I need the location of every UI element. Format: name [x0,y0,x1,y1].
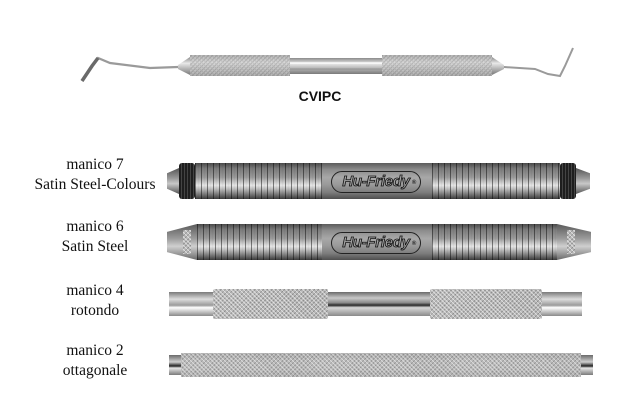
handle-6-left-grip [197,224,322,260]
handle-7-label: manico 7 Satin Steel-Colours [20,155,170,195]
handle-6-label: manico 6 Satin Steel [20,217,170,257]
handle-7-image: Hu-Friedy® [165,160,595,202]
handle-4-left-end [169,292,213,316]
handle-4-image [165,286,585,322]
handle-6-type: Satin Steel [61,238,129,255]
instrument-code-label: CVIPC [298,88,342,104]
handle-2-type: ottagonale [62,362,128,379]
handle-4-right-end [542,292,582,316]
handle-6-left-tip [167,224,197,260]
handle-7-type: Satin Steel-Colours [34,176,156,193]
handle-6-right-knurl-ring [567,230,575,254]
handle-4-right-grip [430,289,542,319]
handle-7-left-collar [179,163,195,199]
handle-6-name: manico 6 [66,218,124,235]
handle-4-type: rotondo [70,302,120,319]
handle-6-left-knurl-ring [183,230,191,254]
cvipc-instrument-image [70,36,580,86]
handle-2-knurl [181,353,581,377]
handle-4-label: manico 4 rotondo [20,281,170,321]
handle-4-name: manico 4 [66,282,124,299]
handle-2-right-end [581,355,593,375]
handle-7-left-grip [195,163,322,199]
handle-6-right-tip [557,224,591,260]
handle-4-center [328,292,430,316]
handle-2-image [165,350,597,380]
handle-2-body [181,353,581,377]
handle-7-right-collar [560,163,576,199]
handle-6-right-grip [432,224,557,260]
hu-friedy-logo: Hu-Friedy® [331,232,421,254]
handle-2-name: manico 2 [66,342,124,359]
handle-2-label: manico 2 ottagonale [20,341,170,381]
handle-7-left-tip [167,168,179,194]
handle-2-left-end [169,355,181,375]
handle-7-name: manico 7 [66,156,124,173]
handle-7-right-grip [432,163,560,199]
handle-6-image: Hu-Friedy® [165,221,595,263]
handle-6-center: Hu-Friedy® [322,224,432,260]
hu-friedy-logo: Hu-Friedy® [331,171,421,193]
handle-7-right-tip [576,168,590,194]
handle-4-left-grip [213,289,328,319]
dental-instrument-icon [80,47,574,82]
handle-7-center: Hu-Friedy® [322,163,432,199]
